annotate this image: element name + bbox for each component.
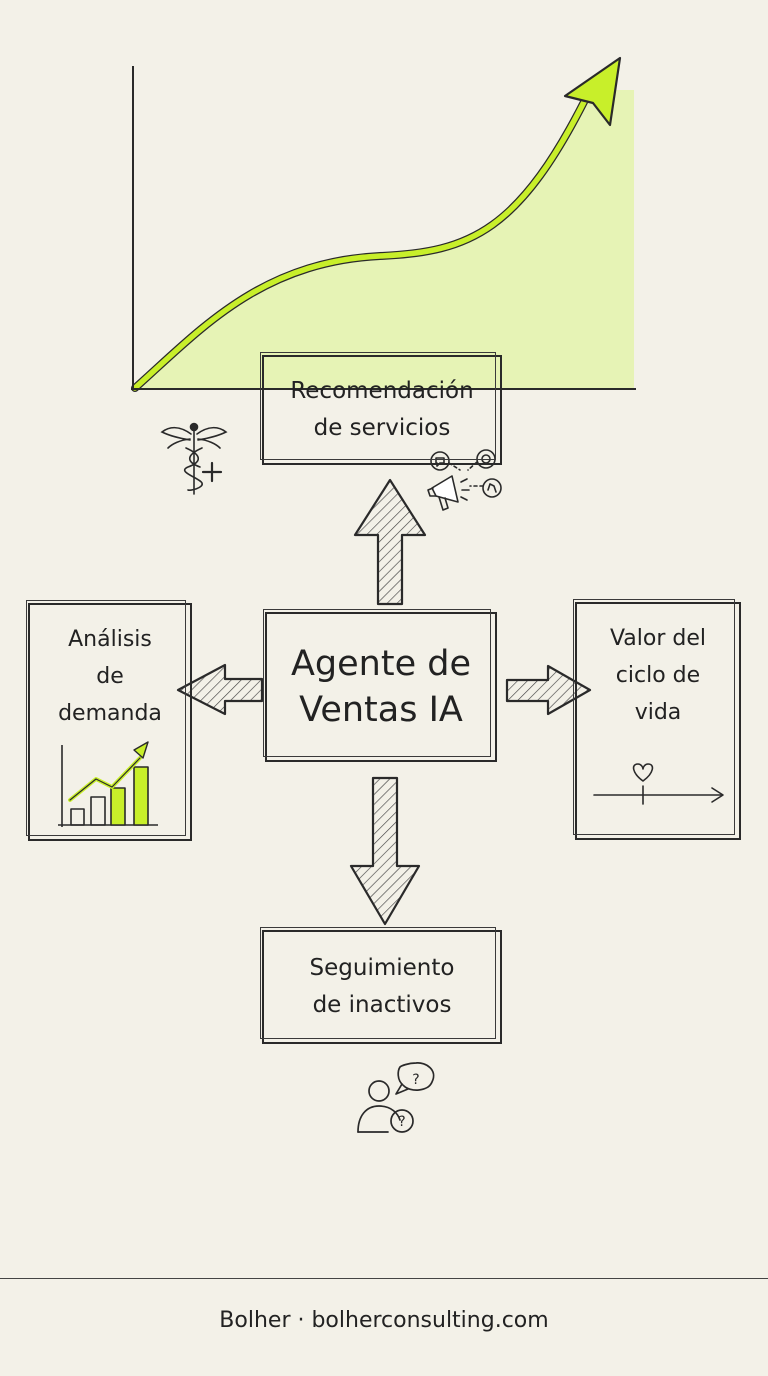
node-label: Análisis de demanda — [58, 621, 162, 732]
footer-divider — [0, 1278, 768, 1279]
arrow-down — [349, 776, 421, 926]
footer-credit: Bolher · bolherconsulting.com — [219, 1308, 549, 1333]
node-label-line: de servicios — [313, 415, 451, 441]
node-label: Recomendación de servicios — [290, 373, 473, 447]
users-question-icon — [357, 1062, 435, 1133]
question-glyph: ? — [412, 1072, 419, 1088]
node-label-line: vida — [634, 700, 682, 725]
question-glyph: ? — [398, 1114, 405, 1130]
node-label-line: Recomendación — [290, 378, 474, 404]
node-demand-analysis: Análisis de demanda — [26, 600, 192, 841]
node-sales-agent: Agente de Ventas IA — [263, 609, 497, 762]
node-label-line: ciclo de — [615, 663, 701, 688]
arrow-right — [505, 664, 592, 716]
node-label-line: Valor del — [609, 626, 707, 651]
node-label-line: demanda — [58, 701, 162, 726]
node-service-recommendation: Recomendación de servicios — [260, 352, 502, 465]
node-label: Seguimiento de inactivos — [310, 950, 455, 1024]
bar-chart-growth-icon — [58, 741, 158, 827]
heart-timeline-icon — [593, 763, 724, 805]
node-label-line: de — [96, 664, 124, 689]
growth-chart-icon — [131, 56, 636, 392]
arrow-up — [353, 478, 427, 606]
caduceus-icon — [160, 422, 228, 495]
node-label-line: Agente de — [290, 644, 471, 684]
node-label: Valor del ciclo de vida — [610, 620, 706, 731]
node-label-line: Ventas IA — [299, 690, 463, 730]
node-label-line: de inactivos — [312, 992, 452, 1018]
node-label-line: Seguimiento — [309, 955, 455, 981]
arrow-left — [176, 663, 264, 716]
node-lifetime-value: Valor del ciclo de vida — [573, 599, 741, 840]
node-label: Agente de Ventas IA — [291, 641, 471, 733]
node-inactive-followup: Seguimiento de inactivos — [260, 927, 502, 1044]
node-label-line: Análisis — [68, 627, 152, 652]
